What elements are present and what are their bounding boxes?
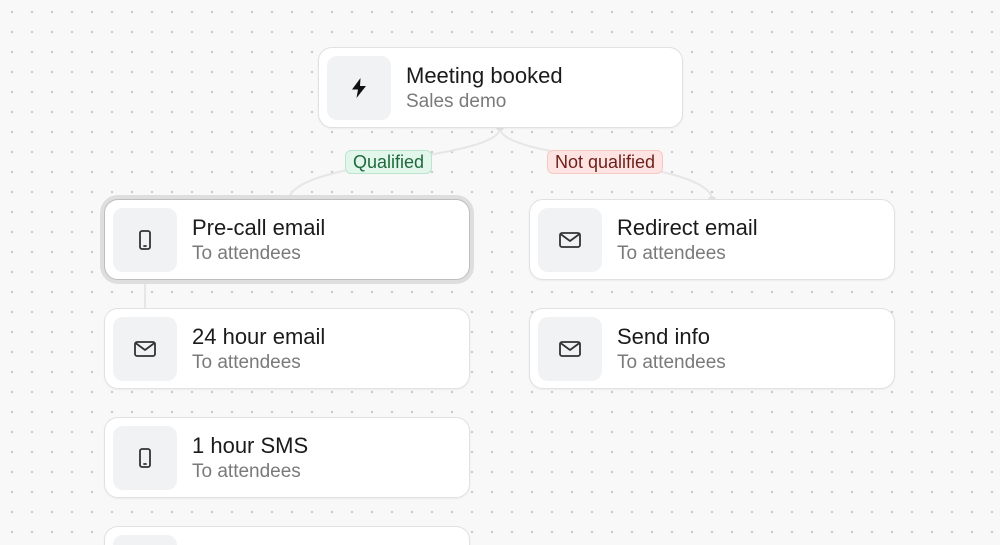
step-title: Redirect email — [617, 215, 758, 240]
step-title: 1 hour SMS — [192, 433, 309, 458]
trigger-subtitle: Sales demo — [406, 91, 507, 112]
step-title: 24 hour email — [192, 324, 326, 349]
step-subtitle: To attendees — [192, 243, 301, 264]
lightning-icon — [327, 56, 391, 120]
step-node-pre-call-email[interactable]: Pre-call email To attendees — [104, 199, 470, 280]
trigger-node[interactable]: Meeting booked Sales demo — [318, 47, 683, 128]
mail-icon — [538, 317, 602, 381]
phone-icon — [113, 208, 177, 272]
icon-box-partial — [113, 535, 177, 545]
branch-label-qualified[interactable]: Qualified — [345, 150, 433, 174]
step-title: Pre-call email — [192, 215, 326, 240]
step-subtitle: To attendees — [192, 461, 301, 482]
trigger-title: Meeting booked — [406, 63, 563, 88]
mail-icon — [113, 317, 177, 381]
step-node-send-info[interactable]: Send info To attendees — [529, 308, 895, 389]
phone-icon — [113, 426, 177, 490]
step-node-1-hour-sms[interactable]: 1 hour SMS To attendees — [104, 417, 470, 498]
mail-icon — [538, 208, 602, 272]
step-node-24-hour-email[interactable]: 24 hour email To attendees — [104, 308, 470, 389]
step-subtitle: To attendees — [192, 352, 301, 373]
step-node-partial[interactable] — [104, 526, 470, 545]
step-subtitle: To attendees — [617, 243, 726, 264]
step-subtitle: To attendees — [617, 352, 726, 373]
step-title: Send info — [617, 324, 710, 349]
branch-label-not-qualified[interactable]: Not qualified — [547, 150, 664, 174]
step-node-redirect-email[interactable]: Redirect email To attendees — [529, 199, 895, 280]
